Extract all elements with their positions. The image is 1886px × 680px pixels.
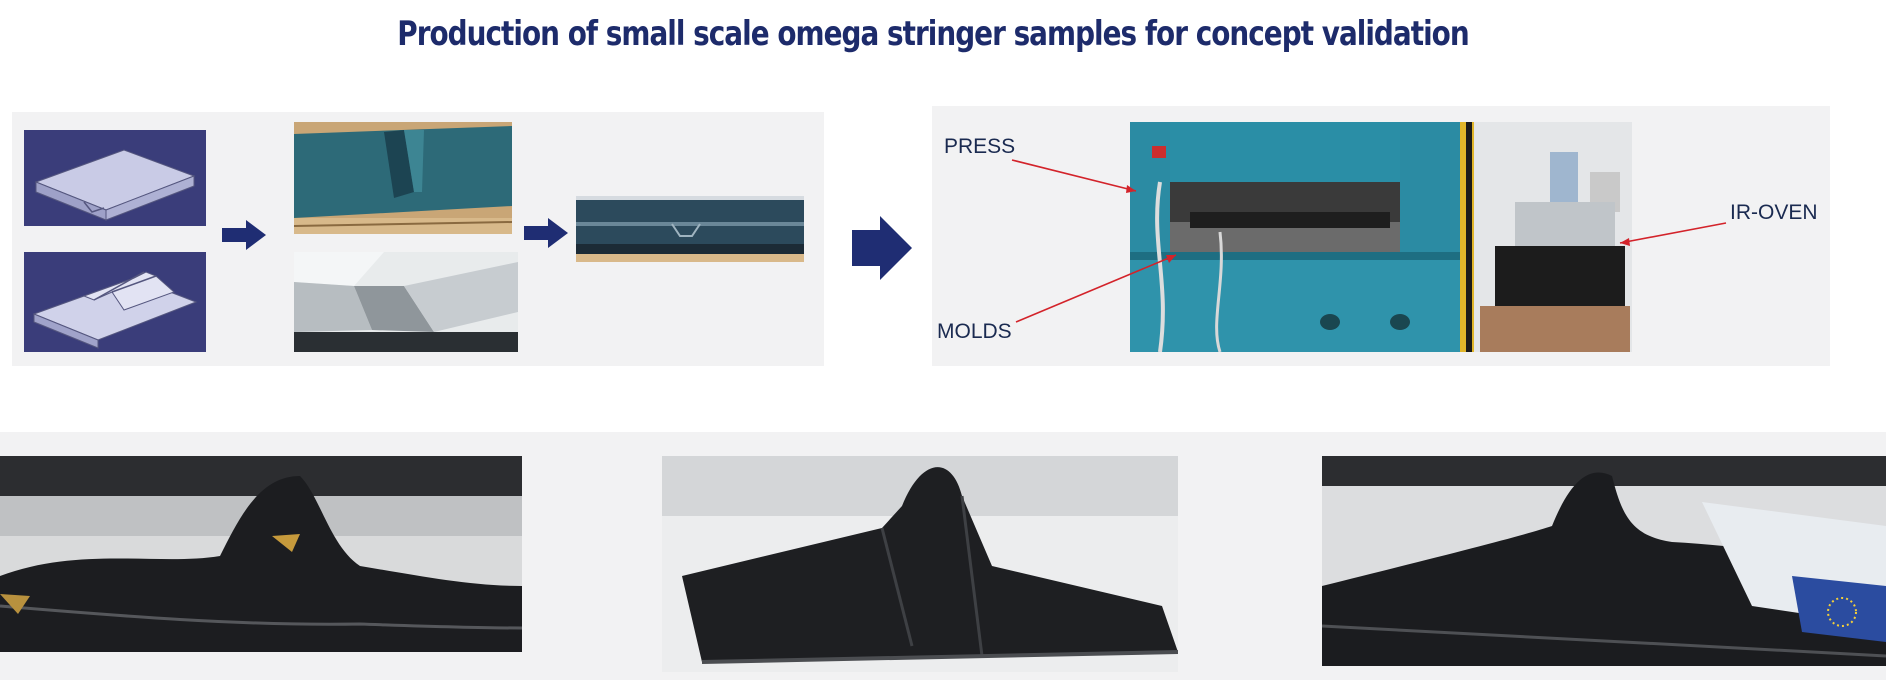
process-arrow-icon: [222, 220, 266, 250]
mold-groove-photo: [294, 122, 512, 234]
process-arrow-icon: [524, 218, 568, 248]
sample-photo-3: [1322, 456, 1886, 666]
sample-photo-1: [0, 456, 522, 652]
press-label: PRESS: [944, 135, 1016, 158]
molds-label: MOLDS: [937, 320, 1012, 343]
closed-mold-photo: [576, 196, 804, 262]
page-title: Production of small scale omega stringer…: [397, 14, 1469, 54]
mold-insert-photo: [294, 252, 518, 352]
molds-pointer-arrowhead: [1166, 255, 1176, 263]
ir-oven-pointer-line: [1619, 222, 1727, 244]
press-pointer-line: [1011, 159, 1137, 192]
press-oven-photo: [1130, 122, 1632, 352]
cad-flat-laminate-image: [24, 130, 206, 226]
ir-oven-pointer-arrowhead: [1620, 238, 1630, 246]
ir-oven-label: IR-OVEN: [1730, 201, 1818, 224]
press-pointer-arrowhead: [1126, 185, 1136, 193]
cad-omega-stringer-image: [24, 252, 206, 352]
molds-pointer-line: [1015, 254, 1177, 323]
sample-photo-2: [662, 456, 1178, 672]
large-arrow-icon: [852, 216, 912, 280]
